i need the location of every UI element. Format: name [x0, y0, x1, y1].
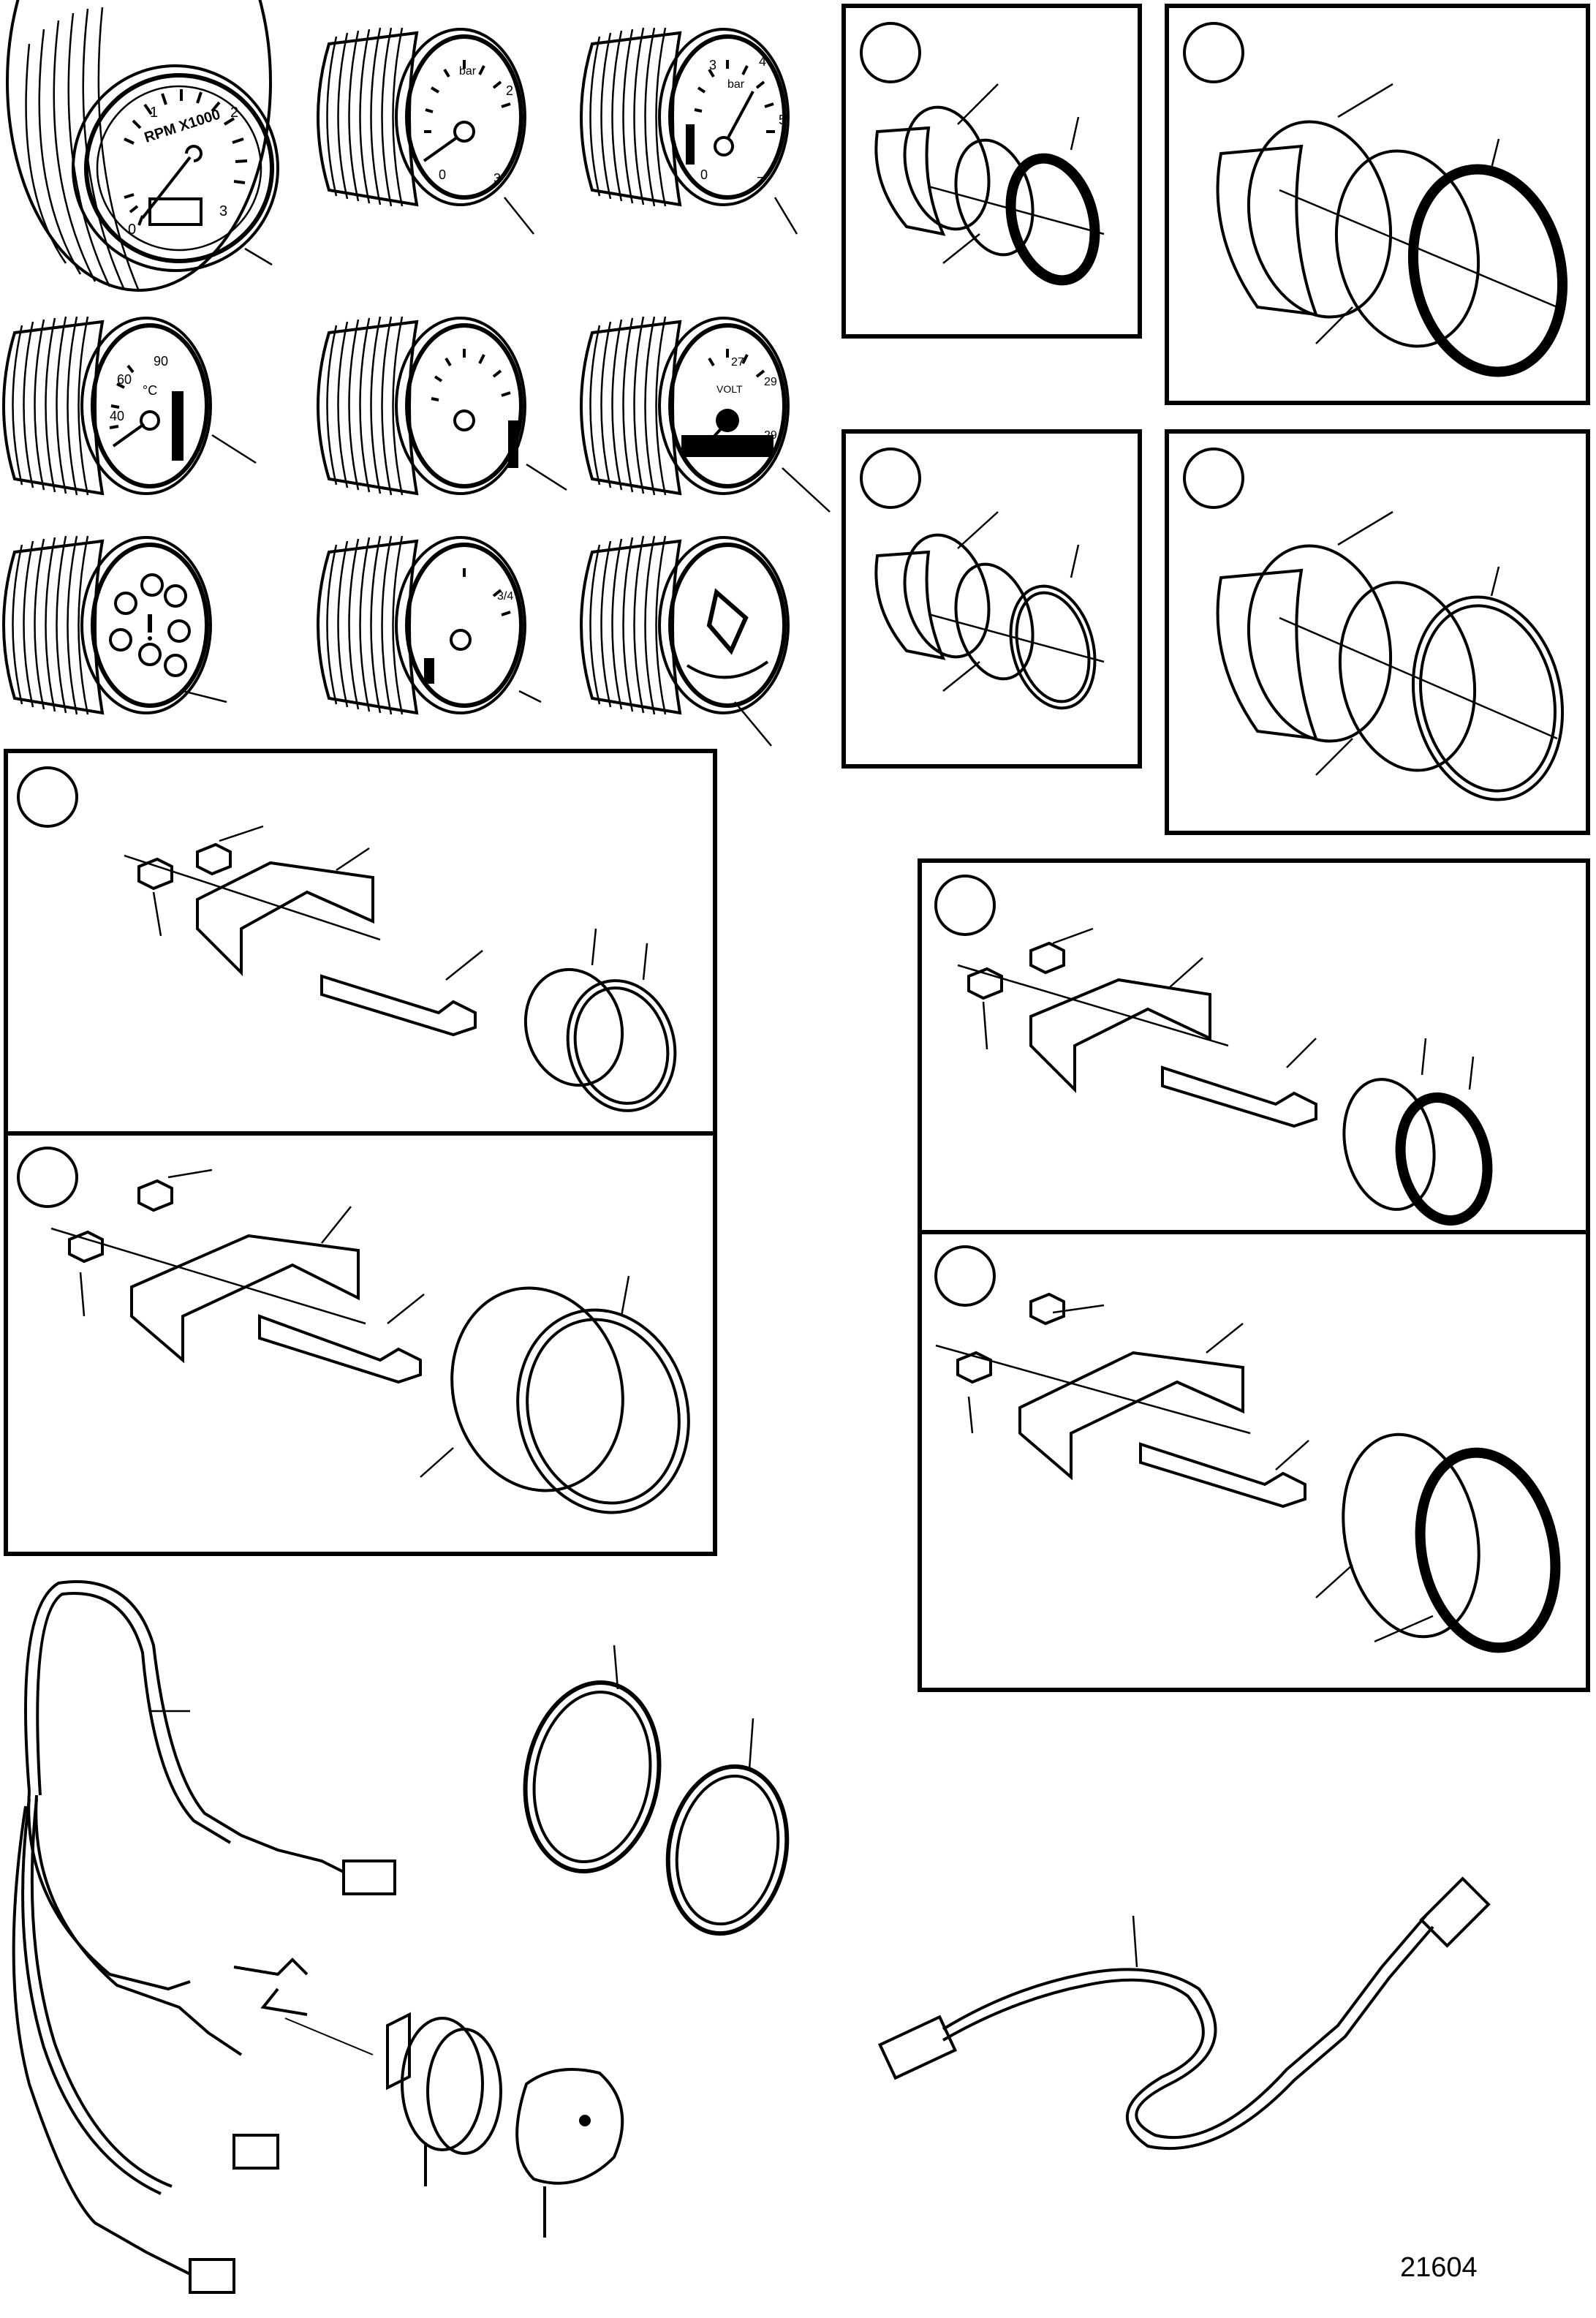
oil-scale-0: 0 [700, 167, 708, 182]
volt-scale-29a: 29 [764, 376, 777, 388]
oil-scale-5: 5 [779, 113, 786, 127]
oil-scale-3: 3 [709, 58, 716, 72]
voltmeter-gauge: VOLT 27 29 29 [580, 316, 831, 513]
tach-scale-0: 0 [128, 222, 136, 238]
fuel-scale-3-4: 3/4 [497, 590, 513, 603]
bezel-kit-box-d [1165, 429, 1590, 835]
alarm-buzzer [284, 2012, 624, 2238]
loose-seal-rings [523, 1645, 790, 1936]
volt-scale-29b: 29 [764, 429, 777, 442]
temp-scale-90: 90 [154, 354, 168, 369]
tach-scale-2: 2 [230, 105, 238, 121]
oil-scale-7: 7 [757, 175, 764, 189]
oil-small-unit: bar [459, 65, 477, 78]
bezel-kit-box-a [842, 4, 1142, 339]
figure-number: 21604 [1400, 2252, 1478, 2283]
tach-scale-1: 1 [150, 105, 158, 121]
temperature-gauge: 60 90 40 °C [2, 316, 257, 496]
oil-unit: bar [727, 78, 745, 91]
extension-cable [877, 1876, 1491, 2150]
bracket-kit-box-left [4, 749, 717, 1556]
oil-small-scale-3: 3 [493, 171, 501, 186]
oil-pressure-gauge: bar 0 3 4 5 7 [580, 27, 798, 235]
oil-small-scale-0: 0 [439, 167, 446, 182]
oil-small-scale-2: 2 [506, 83, 513, 98]
volt-unit: VOLT [716, 383, 743, 395]
warning-lamp-panel [2, 535, 227, 715]
tachometer-gauge: RPM X1000 0 1 2 3 [6, 0, 279, 292]
oil-pressure-gauge-small: bar 0 2 3 [317, 27, 534, 235]
temp-scale-40: 40 [110, 409, 124, 423]
oil-scale-4: 4 [759, 54, 766, 69]
temp-unit: °C [143, 383, 157, 398]
bezel-kit-box-b [1165, 4, 1590, 405]
bezel-kit-box-c [842, 429, 1142, 769]
tach-scale-3: 3 [219, 203, 227, 219]
volt-scale-27: 27 [731, 356, 744, 369]
rudder-indicator [580, 535, 790, 747]
fuel-gauge: 3/4 [317, 535, 542, 715]
bracket-kit-box-right [918, 858, 1590, 1692]
temp-scale-60: 60 [117, 372, 132, 387]
exhaust-temperature-gauge [317, 316, 567, 496]
wiring-harness [12, 1580, 396, 2294]
